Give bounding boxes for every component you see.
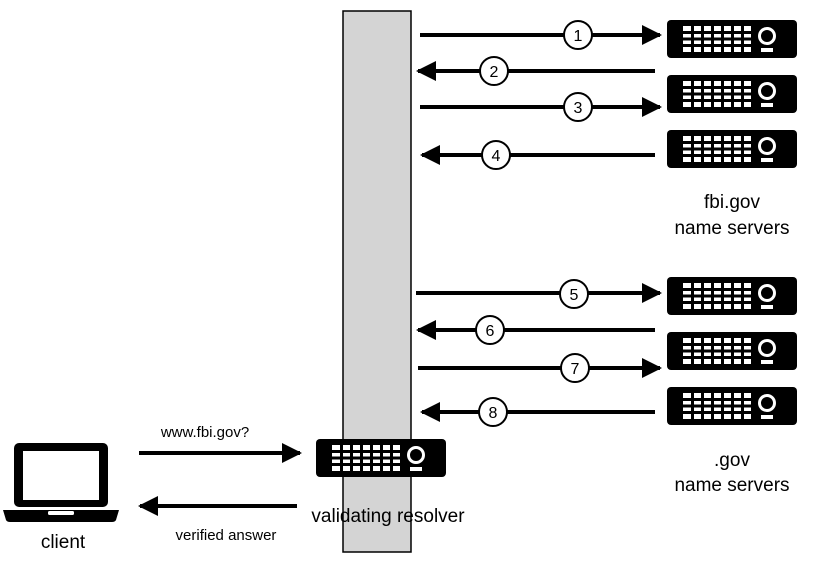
client-arrows: www.fbi.gov? verified answer xyxy=(138,424,302,544)
fbi-name-servers: fbi.gov name servers xyxy=(665,18,799,239)
step-badge-6: 6 xyxy=(475,315,505,345)
gov-servers-label-line1: .gov xyxy=(714,450,750,471)
query-label: www.fbi.gov? xyxy=(160,424,249,441)
server-icon xyxy=(314,437,448,479)
server-icon xyxy=(665,275,799,317)
client-label: client xyxy=(41,532,86,553)
step-number: 7 xyxy=(571,361,580,378)
step-badge-7: 7 xyxy=(560,353,590,383)
laptop-icon xyxy=(3,443,119,522)
server-icon xyxy=(665,385,799,427)
validating-resolver: validating resolver xyxy=(311,437,465,527)
step-arrows xyxy=(416,25,662,422)
step-badge-1: 1 xyxy=(563,20,593,50)
step-badge-4: 4 xyxy=(481,140,511,170)
answer-label: verified answer xyxy=(176,527,277,544)
step-badge-5: 5 xyxy=(559,279,589,309)
step-number: 4 xyxy=(492,148,501,165)
step-number: 5 xyxy=(570,287,579,304)
step-badge-8: 8 xyxy=(478,397,508,427)
step-number: 6 xyxy=(486,323,495,340)
resolver-label: validating resolver xyxy=(311,506,465,527)
step-number: 3 xyxy=(574,100,583,117)
fbi-servers-label-line1: fbi.gov xyxy=(704,192,760,213)
step-number: 2 xyxy=(490,64,499,81)
step-badge-2: 2 xyxy=(479,56,509,86)
gov-name-servers: .gov name servers xyxy=(665,275,799,496)
step-number: 1 xyxy=(574,28,583,45)
step-badge-3: 3 xyxy=(563,92,593,122)
gov-servers-label-line2: name servers xyxy=(674,475,789,496)
client: client xyxy=(3,443,119,553)
step-badges: 1 2 3 4 5 6 7 8 xyxy=(475,20,593,427)
fbi-servers-label-line2: name servers xyxy=(674,218,789,239)
server-icon xyxy=(665,330,799,372)
server-icon xyxy=(665,73,799,115)
step-number: 8 xyxy=(489,405,498,422)
server-icon xyxy=(665,18,799,60)
server-icon xyxy=(665,128,799,170)
